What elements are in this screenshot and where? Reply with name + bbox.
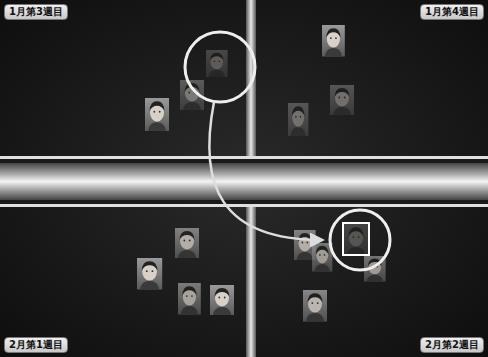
face-photo <box>330 85 354 115</box>
selection-square <box>343 223 369 255</box>
face-photo <box>312 243 332 272</box>
week-label: 2月第2週目 <box>425 339 479 351</box>
move-arrow <box>209 102 322 240</box>
week-tag: 2月第1週目 <box>4 337 68 353</box>
face-photo <box>344 224 368 256</box>
week-label: 2月第1週目 <box>9 339 63 351</box>
week-tag: 1月第3週目 <box>4 4 68 20</box>
week-label: 1月第4週目 <box>425 6 479 18</box>
face-photo <box>322 25 345 57</box>
face-photo <box>137 258 162 290</box>
face-photos <box>137 25 386 322</box>
week-tag: 2月第2週目 <box>420 337 484 353</box>
face-photo <box>145 98 169 131</box>
divider-line <box>0 156 488 159</box>
face-photo <box>303 290 327 322</box>
week-label: 1月第3週目 <box>9 6 63 18</box>
face-photo <box>210 285 234 315</box>
week-tag: 1月第4週目 <box>420 4 484 20</box>
divider-gap <box>0 159 488 163</box>
face-photo <box>288 103 308 136</box>
face-photo <box>206 50 228 77</box>
divider-line <box>0 204 488 207</box>
highlight-circle <box>185 32 255 102</box>
divider-gap <box>0 200 488 204</box>
face-photo <box>178 283 201 315</box>
face-photo <box>175 228 199 258</box>
highlight-circle <box>330 210 390 270</box>
horizontal-divider <box>0 163 488 200</box>
